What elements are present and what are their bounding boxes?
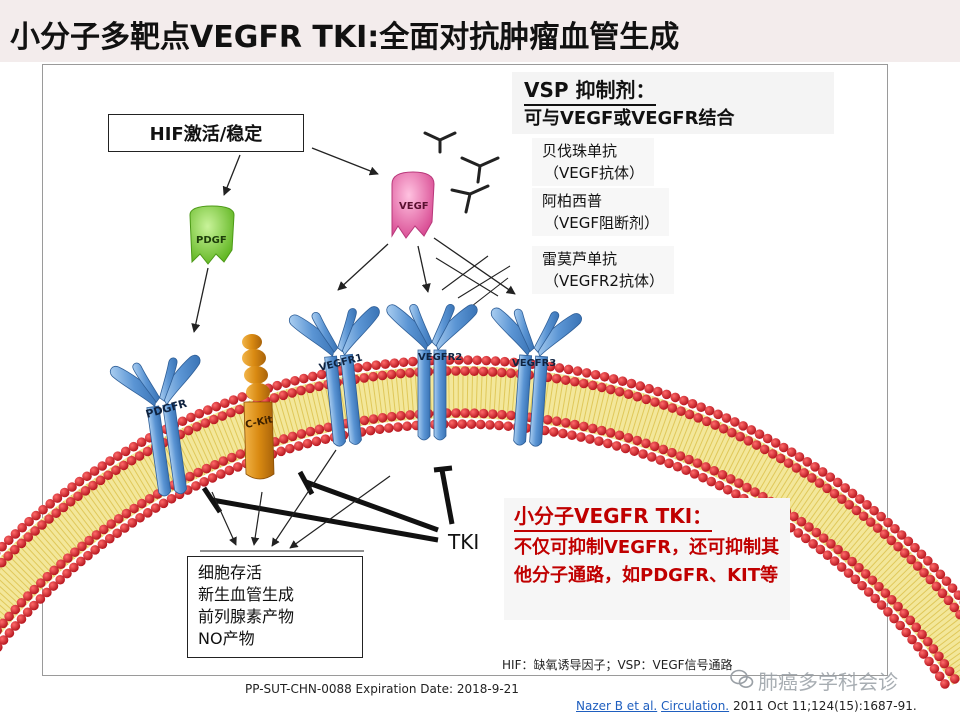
vegfr2-label: VEGFR2: [418, 352, 462, 363]
effect-item: 前列腺素产物: [198, 607, 295, 626]
vegfr2-receptor-icon: [386, 304, 478, 441]
citation: Nazer B et al. Circulation. 2011 Oct 11;…: [576, 699, 917, 713]
vegfr1-receptor-icon: [288, 306, 380, 447]
citation-details: 2011 Oct 11;124(15):1687-91.: [729, 699, 917, 713]
arrow-to-effects: [289, 475, 391, 549]
ckit-receptor-icon: [242, 334, 275, 480]
arrow-vegf-to-vegfr1: [337, 243, 389, 291]
vsp-block-line: [435, 257, 499, 297]
effect-item: NO产物: [198, 629, 255, 648]
drug-desc: （VEGFR2抗体）: [544, 272, 664, 290]
arrow-to-effects: [271, 449, 337, 547]
antibody-icon: [423, 131, 457, 154]
arrow-pdgf-to-pdgfr: [191, 267, 209, 333]
effect-item: 细胞存活: [198, 563, 263, 582]
expiration-note: PP-SUT-CHN-0088 Expiration Date: 2018-9-…: [245, 682, 519, 696]
vsp-header-panel: [512, 72, 834, 134]
drug-aflibercept: 阿柏西普 （VEGF阻断剂）: [532, 188, 669, 236]
drug-name: 雷莫芦单抗: [542, 250, 618, 268]
title-bar: [0, 0, 960, 62]
watermark: 肺癌多学科会诊: [758, 670, 898, 694]
tki-heading: 小分子VEGFR TKI：: [514, 500, 713, 532]
citation-authors-link[interactable]: Nazer B et al.: [576, 699, 658, 713]
tki-inhibition-lines: [201, 465, 455, 543]
pdgfr-receptor-icon: [109, 354, 201, 497]
vegf-ligand-icon: [391, 171, 435, 239]
abbreviation-footnote: HIF：缺氧诱导因子；VSP：VEGF信号通路: [502, 658, 733, 672]
arrow-hif-to-pdgf: [222, 154, 241, 196]
hif-label: HIF激活/稳定: [149, 124, 263, 145]
drug-desc: （VEGF抗体）: [544, 164, 644, 182]
arrow-hif-to-vegf: [311, 147, 379, 176]
drug-ramucirumab: 雷莫芦单抗 （VEGFR2抗体）: [532, 246, 674, 294]
pdgf-label: PDGF: [196, 235, 227, 246]
antibody-icon: [450, 184, 490, 214]
vsp-title: VSP 抑制剂：: [524, 74, 656, 106]
vegfr3-receptor-icon: [490, 307, 583, 447]
drug-name: 阿柏西普: [542, 192, 603, 210]
arrow-vegf-to-vegfr2: [417, 245, 431, 293]
hif-activation-box: HIF激活/稳定: [108, 114, 304, 152]
drug-name: 贝伐珠单抗: [542, 142, 618, 160]
drug-bevacizumab: 贝伐珠单抗 （VEGF抗体）: [532, 138, 654, 186]
arrow-to-effects: [211, 491, 237, 546]
vsp-subtitle: 可与VEGF或VEGFR结合: [524, 108, 735, 129]
vegfr3-label: VEGFR3: [512, 358, 556, 369]
vsp-block-line: [471, 277, 509, 307]
tki-body: 不仅可抑制VEGFR，还可抑制其他分子通路，如PDGFR、KIT等: [514, 537, 780, 586]
membrane-bead-row: [0, 419, 950, 689]
tki-info-panel: [504, 498, 790, 620]
drug-desc: （VEGF阻断剂）: [544, 214, 659, 232]
effect-item: 新生血管生成: [198, 585, 295, 604]
wechat-icon: [730, 669, 754, 688]
vegf-label: VEGF: [399, 201, 429, 212]
slide-title: 小分子多靶点VEGFR TKI:全面对抗肿瘤血管生成: [10, 20, 680, 55]
cell-membrane: [0, 355, 960, 689]
arrow-to-effects: [250, 491, 263, 546]
vsp-block-line: [441, 255, 489, 291]
citation-journal-link[interactable]: Circulation.: [661, 699, 730, 713]
downstream-effects-box: 细胞存活 新生血管生成 前列腺素产物 NO产物: [187, 556, 363, 658]
antibody-icon: [460, 156, 500, 184]
vsp-block-line: [457, 265, 511, 299]
tki-label: TKI: [448, 530, 480, 554]
pdgf-ligand-icon: [189, 205, 235, 265]
diagram-frame: [42, 64, 888, 676]
